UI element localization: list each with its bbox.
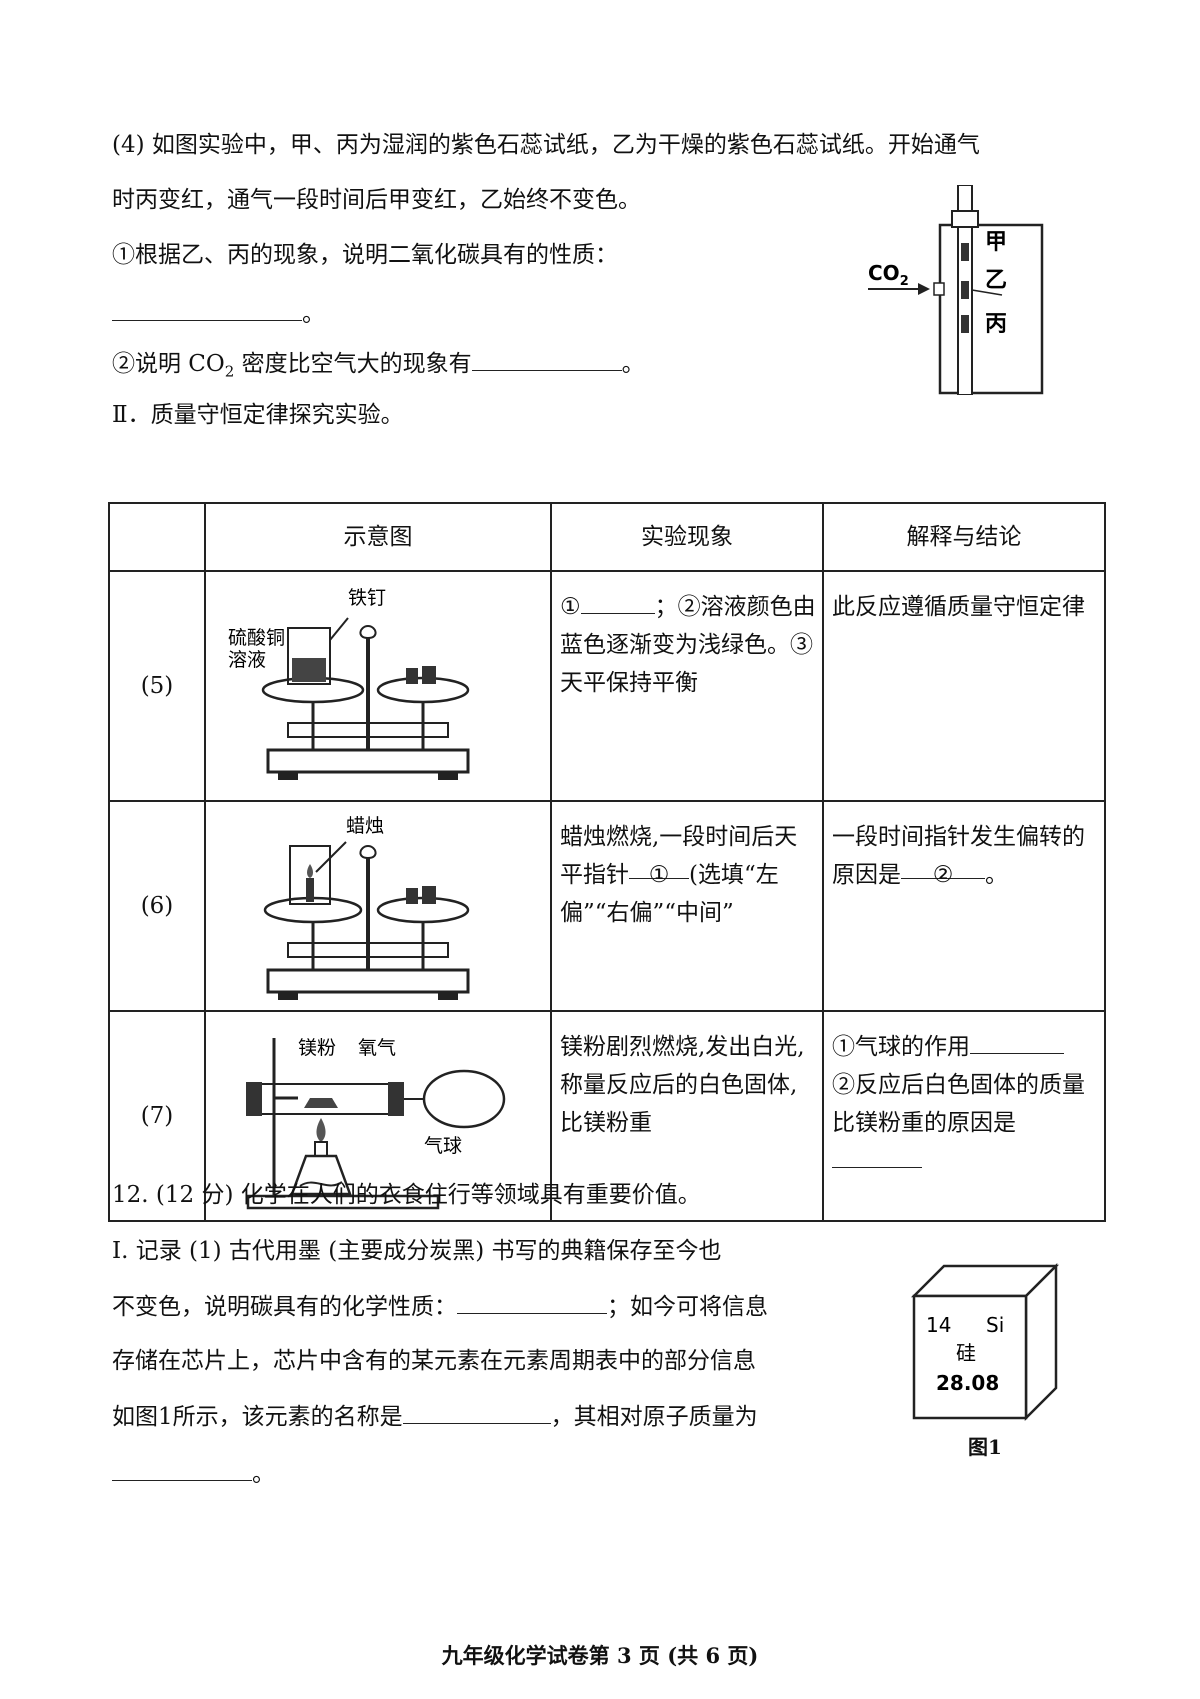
- row-diagram: 铁钉 硫酸铜 溶液: [204, 570, 552, 802]
- header-diagram: 示意图: [204, 502, 552, 572]
- q4-sub2: ②说明 CO2 密度比空气大的现象有。: [112, 348, 645, 387]
- q12-atomic-mass-blank[interactable]: [112, 1458, 252, 1481]
- label-iron-nail: 铁钉: [348, 587, 386, 609]
- row7-conclusion-blank-1[interactable]: [970, 1031, 1064, 1054]
- q12-line3: 存储在芯片上，芯片中含有的某元素在元素周期表中的部分信息: [112, 1348, 756, 1374]
- element-number: 14: [926, 1313, 951, 1337]
- q4-sub1-blank[interactable]: [112, 298, 302, 321]
- row7-conclusion-blank-2[interactable]: [832, 1145, 922, 1168]
- table-row: (7) 镁粉 氧气 气球: [108, 1010, 1106, 1222]
- q4-sub1-answer-line: 。: [112, 298, 325, 329]
- label-jia: 甲: [985, 230, 1007, 255]
- header-num: [108, 502, 206, 572]
- page-footer: 九年级化学试卷第 3 页 (共 6 页): [441, 1643, 759, 1668]
- row-phenomenon: ①；②溶液颜色由蓝色逐渐变为浅绿色。③天平保持平衡: [550, 570, 824, 802]
- element-name: 硅: [956, 1341, 976, 1365]
- header-phenomenon: 实验现象: [550, 502, 824, 572]
- row-conclusion: ①气球的作用 ②反应后白色固体的质量比镁粉重的原因是: [822, 1010, 1106, 1222]
- element-mass: 28.08: [936, 1371, 999, 1395]
- co2-gas-label: CO2: [868, 261, 909, 289]
- header-conclusion: 解释与结论: [822, 502, 1106, 572]
- figure1-caption: 图1: [968, 1435, 1002, 1459]
- table-row: (6) 蜡烛: [108, 800, 1106, 1012]
- row-number: (6): [108, 800, 206, 1012]
- q12-element-name-blank[interactable]: [402, 1401, 551, 1424]
- row-number: (7): [108, 1010, 206, 1222]
- label-copper-sulfate: 硫酸铜: [228, 627, 285, 649]
- row6-phenomenon-blank[interactable]: ①: [629, 856, 689, 888]
- element-card-figure: 14 Si 硅 28.08: [910, 1262, 1060, 1422]
- q4-sub1: ①根据乙、丙的现象，说明二氧化碳具有的性质：: [112, 242, 618, 268]
- element-symbol: Si: [986, 1313, 1004, 1337]
- table-header-row: 示意图 实验现象 解释与结论: [108, 502, 1106, 572]
- row-diagram: 镁粉 氧气 气球: [204, 1010, 552, 1222]
- experiment-table: 示意图 实验现象 解释与结论 (5): [108, 502, 1106, 1222]
- magnesium-combustion-figure: 镁粉 氧气 气球: [246, 1037, 506, 1210]
- co2-litmus-apparatus-figure: CO2 甲 乙 丙: [868, 185, 1044, 395]
- label-solution: 溶液: [228, 649, 266, 671]
- q12-line5: 。: [112, 1458, 275, 1489]
- q4-sub2-blank[interactable]: [471, 348, 622, 371]
- balance-candle-figure: 蜡烛: [263, 815, 470, 1000]
- section2-title: Ⅱ．质量守恒定律探究实验。: [112, 402, 404, 428]
- row-number: (5): [108, 570, 206, 802]
- label-candle: 蜡烛: [346, 815, 384, 837]
- q4-intro-line2: 时丙变红，通气一段时间后甲变红，乙始终不变色。: [112, 187, 641, 213]
- row-conclusion: 此反应遵循质量守恒定律: [822, 570, 1106, 802]
- row-phenomenon: 镁粉剧烈燃烧,发出白光,称量反应后的白色固体,比镁粉重: [550, 1010, 824, 1222]
- label-balloon: 气球: [424, 1135, 462, 1157]
- label-yi: 乙: [985, 268, 1007, 293]
- label-bing: 丙: [985, 312, 1007, 337]
- q12-line2: 不变色，说明碳具有的化学性质：；如今可将信息: [112, 1291, 768, 1322]
- table-row: (5): [108, 570, 1106, 802]
- q12-line1: Ⅰ. 记录 (1) 古代用墨 (主要成分炭黑) 书写的典籍保存至今也: [112, 1238, 722, 1264]
- row-diagram: 蜡烛: [204, 800, 552, 1012]
- label-oxygen: 氧气: [358, 1037, 396, 1059]
- label-magnesium: 镁粉: [298, 1037, 336, 1059]
- q12-line4: 如图1所示，该元素的名称是，其相对原子质量为: [112, 1401, 758, 1432]
- row5-phenomenon-blank[interactable]: [580, 591, 655, 614]
- balance-beaker-nail-figure: 铁钉 硫酸铜 溶液: [228, 587, 470, 780]
- row6-conclusion-blank[interactable]: ②: [901, 856, 985, 888]
- q4-intro-line1: (4) 如图实验中，甲、丙为湿润的紫色石蕊试纸，乙为干燥的紫色石蕊试纸。开始通气: [112, 132, 980, 158]
- q12-title: 12. (12 分) 化学在人们的衣食住行等领域具有重要价值。: [112, 1182, 701, 1208]
- q12-carbon-property-blank[interactable]: [457, 1291, 607, 1314]
